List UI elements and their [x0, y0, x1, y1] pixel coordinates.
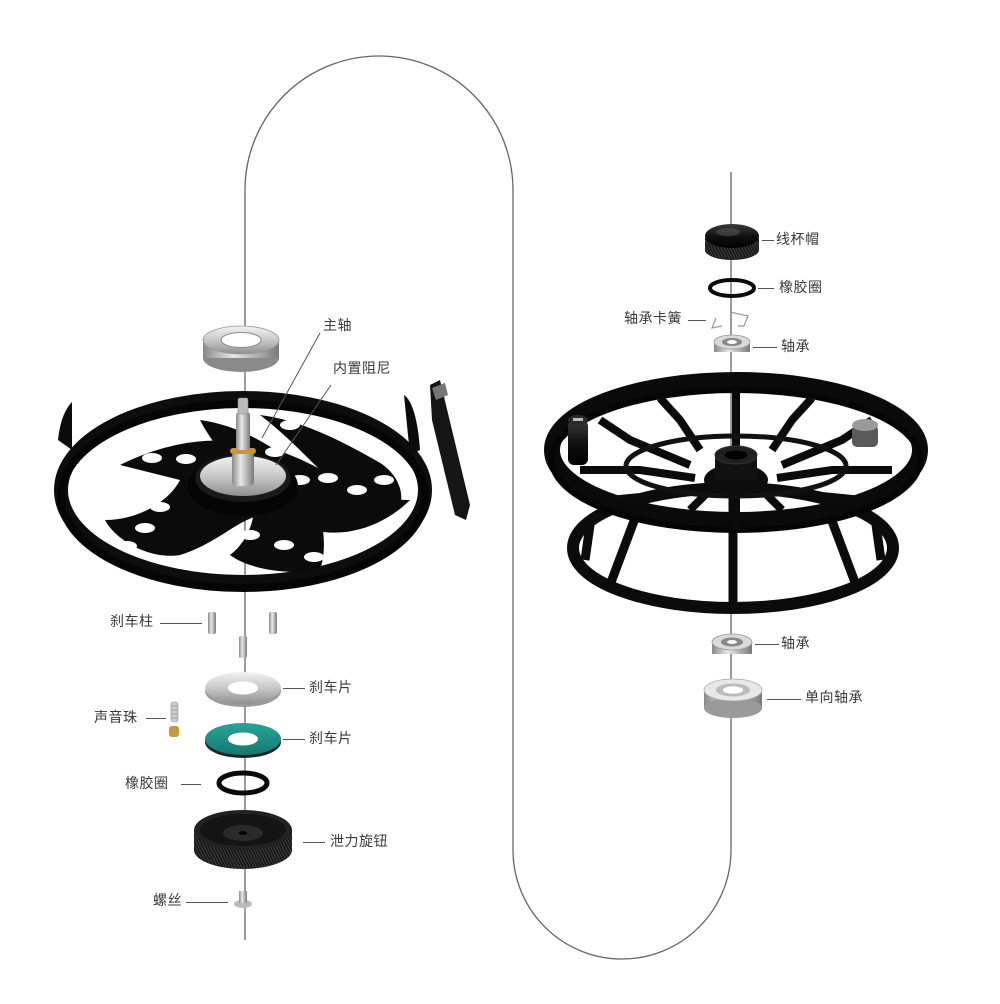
label-bearing-clip: 轴承卡簧 — [624, 311, 682, 327]
knurled-nut — [202, 325, 280, 372]
connecting-line — [244, 55, 732, 960]
label-built-in-damping: 内置阻尼 — [333, 361, 391, 377]
leader-lines — [261, 332, 332, 466]
brake-disc-silver — [205, 672, 281, 707]
bearing-bottom — [711, 633, 753, 654]
screw — [234, 891, 252, 908]
label-bearing-bottom: 轴承 — [781, 636, 810, 652]
leader-one-way-bearing — [767, 699, 801, 700]
leader-rubber-ring-right — [758, 288, 774, 289]
label-screw: 螺丝 — [153, 893, 182, 909]
spool — [544, 372, 928, 614]
label-sound-bead: 声音珠 — [94, 710, 138, 726]
leader-bearing-top — [753, 347, 777, 348]
leader-bearing-bottom — [755, 644, 779, 645]
one-way-bearing — [703, 678, 763, 718]
brake-disc-green — [205, 723, 281, 758]
label-bearing-top: 轴承 — [781, 339, 810, 355]
leader-spool-cap — [762, 240, 774, 241]
spool-cap — [705, 224, 759, 260]
leader-brake-disc-1 — [283, 688, 305, 689]
leader-drag-knob — [303, 842, 325, 843]
label-brake-disc-1: 刹车片 — [309, 680, 353, 696]
leader-brake-pin — [160, 623, 202, 624]
bearing-top — [713, 334, 751, 352]
label-drag-knob: 泄力旋钮 — [330, 834, 388, 850]
leader-sound-bead — [146, 718, 166, 719]
label-rubber-ring-right: 橡胶圈 — [779, 280, 823, 296]
leader-rubber-ring-left — [181, 784, 201, 785]
label-brake-disc-2: 刹车片 — [309, 731, 353, 747]
label-brake-pin: 刹车柱 — [110, 614, 154, 630]
sound-bead — [169, 701, 179, 737]
rubber-ring-left — [216, 770, 270, 796]
bearing-clip — [711, 311, 749, 329]
rubber-ring-right — [708, 278, 756, 298]
leader-brake-disc-2 — [283, 739, 305, 740]
drag-knob — [194, 810, 292, 869]
brake-pins — [208, 612, 277, 658]
leader-screw — [186, 902, 228, 903]
label-main-shaft: 主轴 — [323, 318, 352, 334]
reel-frame — [54, 380, 470, 592]
label-one-way-bearing: 单向轴承 — [805, 690, 863, 706]
label-rubber-ring-left: 橡胶圈 — [125, 776, 169, 792]
label-spool-cap: 线杯帽 — [776, 232, 820, 248]
leader-bearing-clip — [688, 320, 706, 321]
